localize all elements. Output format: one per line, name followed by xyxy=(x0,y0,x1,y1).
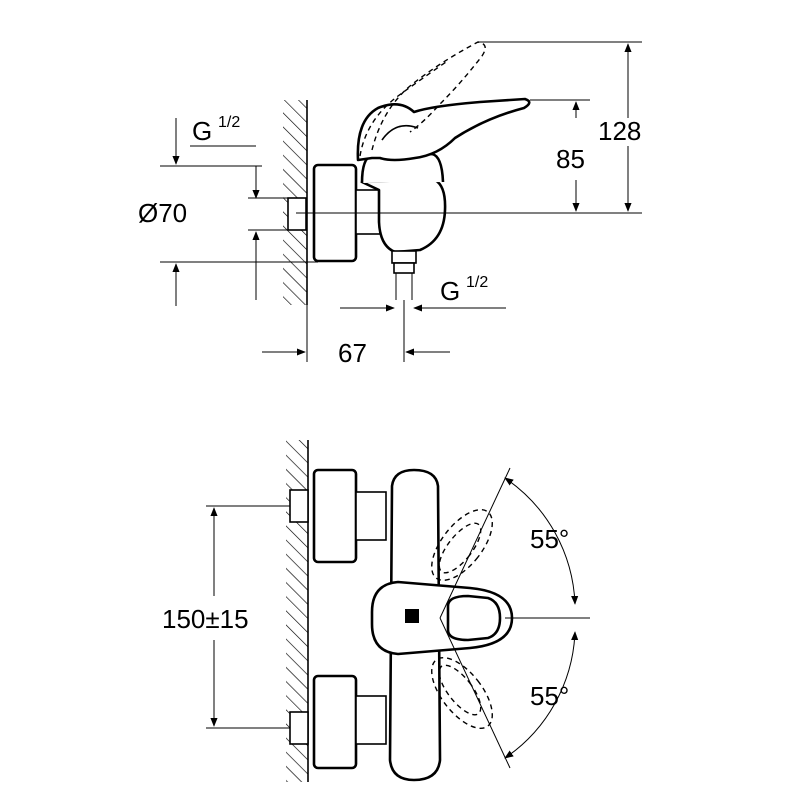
connection-lower xyxy=(289,674,387,770)
lever-logo xyxy=(405,609,419,623)
label-thread-bottom: G xyxy=(440,276,460,306)
lever-detail-side xyxy=(381,124,419,141)
lever-grip-slot xyxy=(446,594,502,642)
label-height-axis: 85 xyxy=(556,144,585,174)
label-angle-down: 55° xyxy=(530,681,569,711)
lever-down-outline xyxy=(431,656,493,730)
dim-angles xyxy=(439,467,579,769)
label-projection: 67 xyxy=(338,338,367,368)
label-centers: 150±15 xyxy=(162,604,249,634)
label-thread-top-frac: 1/2 xyxy=(218,114,240,131)
lever-raised-outline xyxy=(371,41,486,151)
connection-upper xyxy=(289,468,387,564)
outlet-side xyxy=(391,250,417,300)
lever-raised-inner xyxy=(359,61,447,157)
label-thread-bottom-frac: 1/2 xyxy=(466,274,488,291)
front-view: 150±15 55° 55° xyxy=(162,440,590,782)
dim-centers xyxy=(206,505,290,729)
label-thread-top: G xyxy=(192,116,212,146)
dim-projection xyxy=(262,300,450,362)
dim-diameter xyxy=(160,229,318,306)
wall-nipple-side xyxy=(287,197,307,231)
label-height-total: 128 xyxy=(598,116,641,146)
label-diameter: Ø70 xyxy=(138,198,187,228)
dim-thread-top xyxy=(160,118,290,199)
label-angle-up: 55° xyxy=(530,524,569,554)
lever-handle-front xyxy=(370,580,514,656)
body-connector-side xyxy=(355,189,381,235)
dim-heights xyxy=(478,41,642,212)
side-view: G 1/2 Ø70 G 1/2 67 xyxy=(138,41,642,368)
lever-handle-side xyxy=(356,97,531,162)
mixer-body-side xyxy=(360,178,447,254)
